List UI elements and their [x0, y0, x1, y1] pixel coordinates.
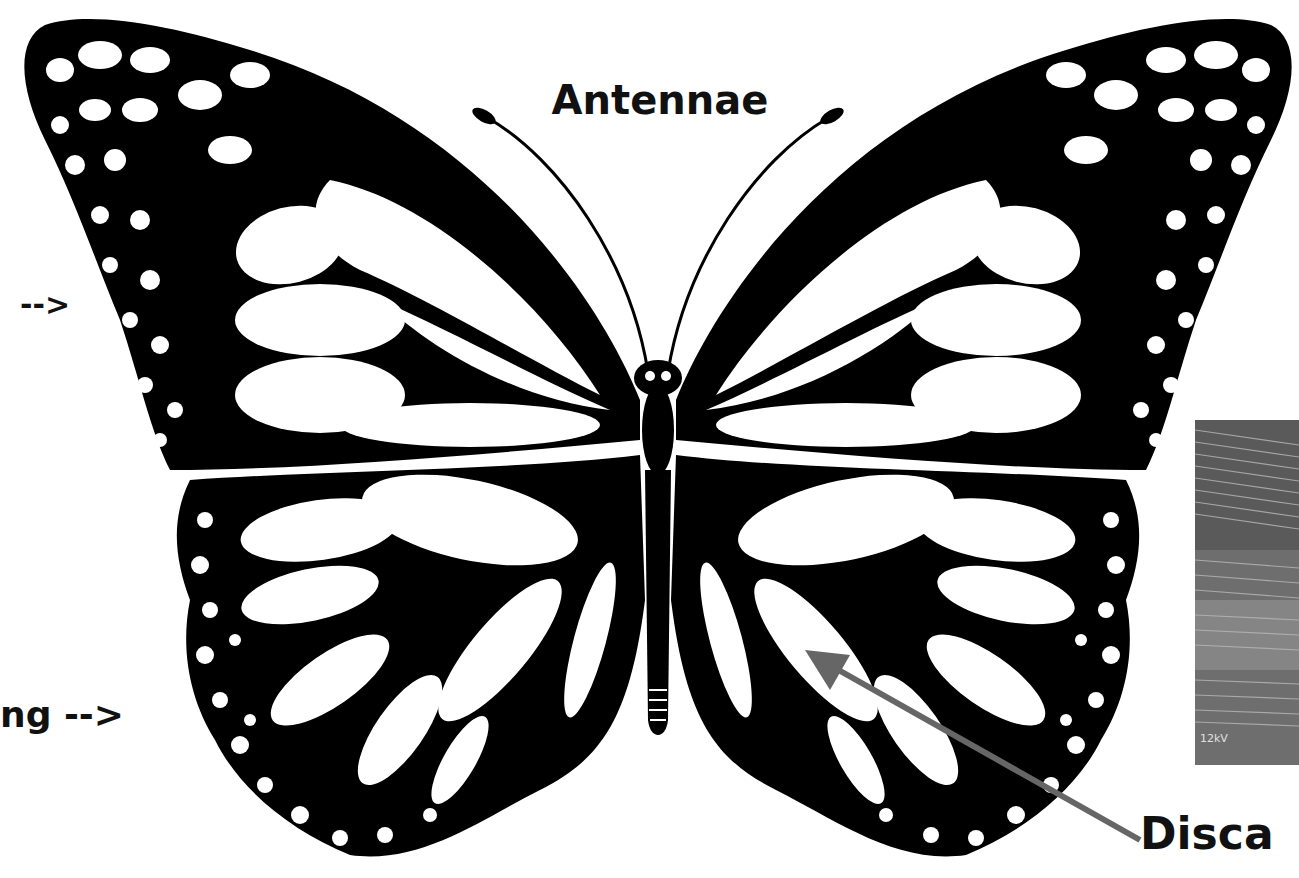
- pointer-arrow: [835, 668, 1140, 840]
- pointer-head: [805, 650, 850, 690]
- part-label: ng -->: [0, 695, 124, 735]
- sem-image: [1195, 420, 1299, 765]
- part-label: Disca: [1140, 810, 1274, 858]
- part-label: Antennae: [552, 78, 769, 122]
- pointer-label: -->: [20, 288, 70, 321]
- thorax: [642, 385, 674, 475]
- sem-scale-text: 12kV: [1200, 733, 1228, 745]
- abdomen: [645, 470, 671, 735]
